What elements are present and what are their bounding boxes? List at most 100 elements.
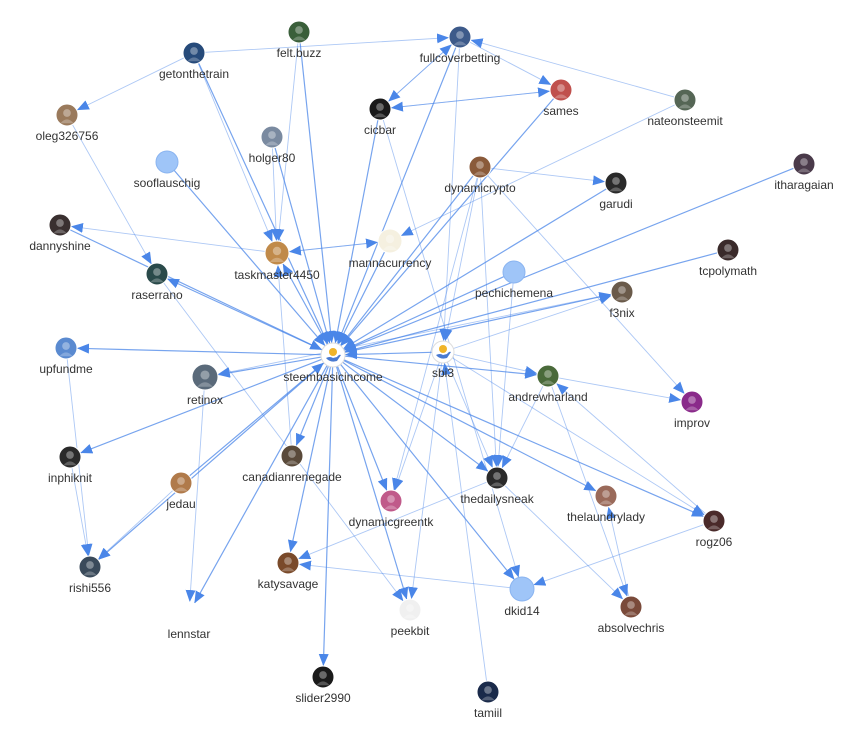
node-f3nix[interactable]: f3nix	[609, 280, 635, 320]
node-garudi[interactable]: garudi	[599, 171, 633, 211]
node-taskmaster4450[interactable]: taskmaster4450	[234, 240, 320, 282]
node-rogz06[interactable]: rogz06	[696, 509, 733, 549]
avatar-icon	[377, 228, 403, 254]
node-label: retinox	[187, 393, 223, 407]
node-canadianrenegade[interactable]: canadianrenegade	[242, 444, 342, 484]
node-dannyshine[interactable]: dannyshine	[29, 213, 91, 253]
node-cicbar[interactable]: cicbar	[364, 97, 396, 137]
avatar-icon	[716, 238, 740, 262]
node-dkid14[interactable]: dkid14	[504, 576, 540, 618]
node-holger80[interactable]: holger80	[249, 125, 296, 165]
node-rishi556[interactable]: rishi556	[69, 555, 111, 595]
node-lennstar[interactable]: lennstar	[168, 601, 211, 641]
edge-canadianrenegade-to-taskmaster4450	[273, 264, 292, 446]
node-sames[interactable]: sames	[543, 78, 579, 118]
node-label: raserrano	[131, 288, 183, 302]
avatar-icon	[594, 484, 618, 508]
node-raserrano[interactable]: raserrano	[131, 262, 183, 302]
node-steembasicincome[interactable]: steembasicincome	[283, 342, 383, 384]
node-absolvechris[interactable]: absolvechris	[598, 595, 665, 635]
node-slider2990[interactable]: slider2990	[295, 665, 351, 705]
node-felt.buzz[interactable]: felt.buzz	[277, 20, 322, 60]
node-tamiil[interactable]: tamiil	[474, 680, 502, 720]
node-label: slider2990	[295, 691, 351, 705]
edge-thedailysneak-to-katysavage	[298, 481, 488, 559]
node-sooflauschig[interactable]: sooflauschig	[134, 150, 201, 190]
node-label: felt.buzz	[277, 46, 322, 60]
placeholder-node-icon	[509, 576, 535, 602]
node-retinox[interactable]: retinox	[187, 363, 223, 407]
node-dynamicgreentk[interactable]: dynamicgreentk	[349, 489, 435, 529]
node-inphiknit[interactable]: inphiknit	[48, 445, 93, 485]
node-jedau[interactable]: jedau	[165, 471, 196, 511]
edge-getonthetrain-to-fullcoverbetting	[204, 33, 450, 53]
node-label: cicbar	[364, 123, 396, 137]
node-label: getonthetrain	[159, 67, 229, 81]
edge-mannacurrency-to-steembasicincome	[338, 251, 386, 345]
edge-sooflauschig-to-steembasicincome	[173, 169, 326, 346]
node-peekbit[interactable]: peekbit	[391, 598, 430, 638]
edge-steembasicincome-to-f3nix	[344, 292, 612, 354]
edge-sbi3-to-rogz06	[451, 357, 705, 516]
node-label: dynamicrypto	[444, 181, 516, 195]
avatar-icon	[48, 213, 72, 237]
node-label: sbi3	[432, 366, 454, 380]
node-label: nateonsteemit	[647, 114, 723, 128]
placeholder-node-icon	[502, 260, 526, 284]
edge-fullcoverbetting-to-sames	[469, 41, 552, 85]
node-thelaundrylady[interactable]: thelaundrylady	[567, 484, 645, 524]
edge-dkid14-to-katysavage	[298, 560, 511, 589]
avatar-icon	[485, 466, 509, 490]
node-nateonsteemit[interactable]: nateonsteemit	[647, 88, 723, 128]
node-katysavage[interactable]: katysavage	[258, 551, 319, 591]
node-sbi3[interactable]: sbi3	[431, 340, 455, 380]
edge-sbi3-to-dynamicgreentk	[393, 361, 440, 491]
edge-steembasicincome-to-retinox	[217, 356, 322, 378]
avatar-icon	[448, 25, 472, 49]
edge-dynamicrypto-to-sbi3	[442, 177, 479, 342]
node-mannacurrency[interactable]: mannacurrency	[349, 228, 432, 270]
edge-cicbar-to-sames	[390, 87, 551, 109]
edge-sbi3-to-andrewharland	[453, 354, 538, 376]
node-fullcoverbetting[interactable]: fullcoverbetting	[420, 25, 501, 65]
avatar-icon	[368, 97, 392, 121]
edge-f3nix-to-retinox	[217, 293, 612, 377]
node-label: holger80	[249, 151, 296, 165]
node-pechichemena[interactable]: pechichemena	[475, 260, 553, 300]
graph-edges	[66, 33, 795, 682]
node-getonthetrain[interactable]: getonthetrain	[159, 41, 229, 81]
node-label: rishi556	[69, 581, 111, 595]
edge-retinox-to-lennstar	[185, 389, 205, 603]
edge-dynamicrypto-to-thedailysneak	[480, 177, 501, 468]
node-label: oleg326756	[36, 129, 99, 143]
avatar-icon	[169, 471, 193, 495]
edge-rogz06-to-dkid14	[533, 524, 705, 586]
node-label: dannyshine	[29, 239, 91, 253]
node-upfundme[interactable]: upfundme	[39, 336, 93, 376]
avatar-icon	[619, 595, 643, 619]
node-tcpolymath[interactable]: tcpolymath	[699, 238, 757, 278]
edge-felt.buzz-to-taskmaster4450	[274, 42, 299, 242]
avatar-icon	[468, 155, 492, 179]
node-label: inphiknit	[48, 471, 93, 485]
node-dynamicrypto[interactable]: dynamicrypto	[444, 155, 516, 195]
avatar-icon	[177, 601, 201, 625]
edge-holger80-to-taskmaster4450	[270, 147, 281, 242]
avatar-icon	[280, 444, 304, 468]
avatar-icon	[58, 445, 82, 469]
edge-steembasicincome-to-dkid14	[339, 363, 515, 580]
edge-dynamicrypto-to-steembasicincome	[340, 175, 474, 346]
node-improv[interactable]: improv	[674, 390, 710, 430]
node-oleg326756[interactable]: oleg326756	[36, 103, 99, 143]
avatar-icon	[702, 509, 726, 533]
edge-sbi3-to-steembasicincome	[344, 349, 433, 360]
node-andrewharland[interactable]: andrewharland	[508, 364, 588, 404]
node-thedailysneak[interactable]: thedailysneak	[460, 466, 535, 506]
node-label: lennstar	[168, 627, 211, 641]
edge-steembasicincome-to-thedailysneak	[342, 361, 489, 472]
node-itharagaian[interactable]: itharagaian	[774, 152, 834, 192]
edge-steembasicincome-to-canadianrenegade	[295, 365, 330, 446]
edge-holger80-to-steembasicincome	[274, 146, 332, 344]
edge-andrewharland-to-thedailysneak	[501, 385, 544, 469]
edge-oleg326756-to-raserrano	[71, 124, 152, 265]
